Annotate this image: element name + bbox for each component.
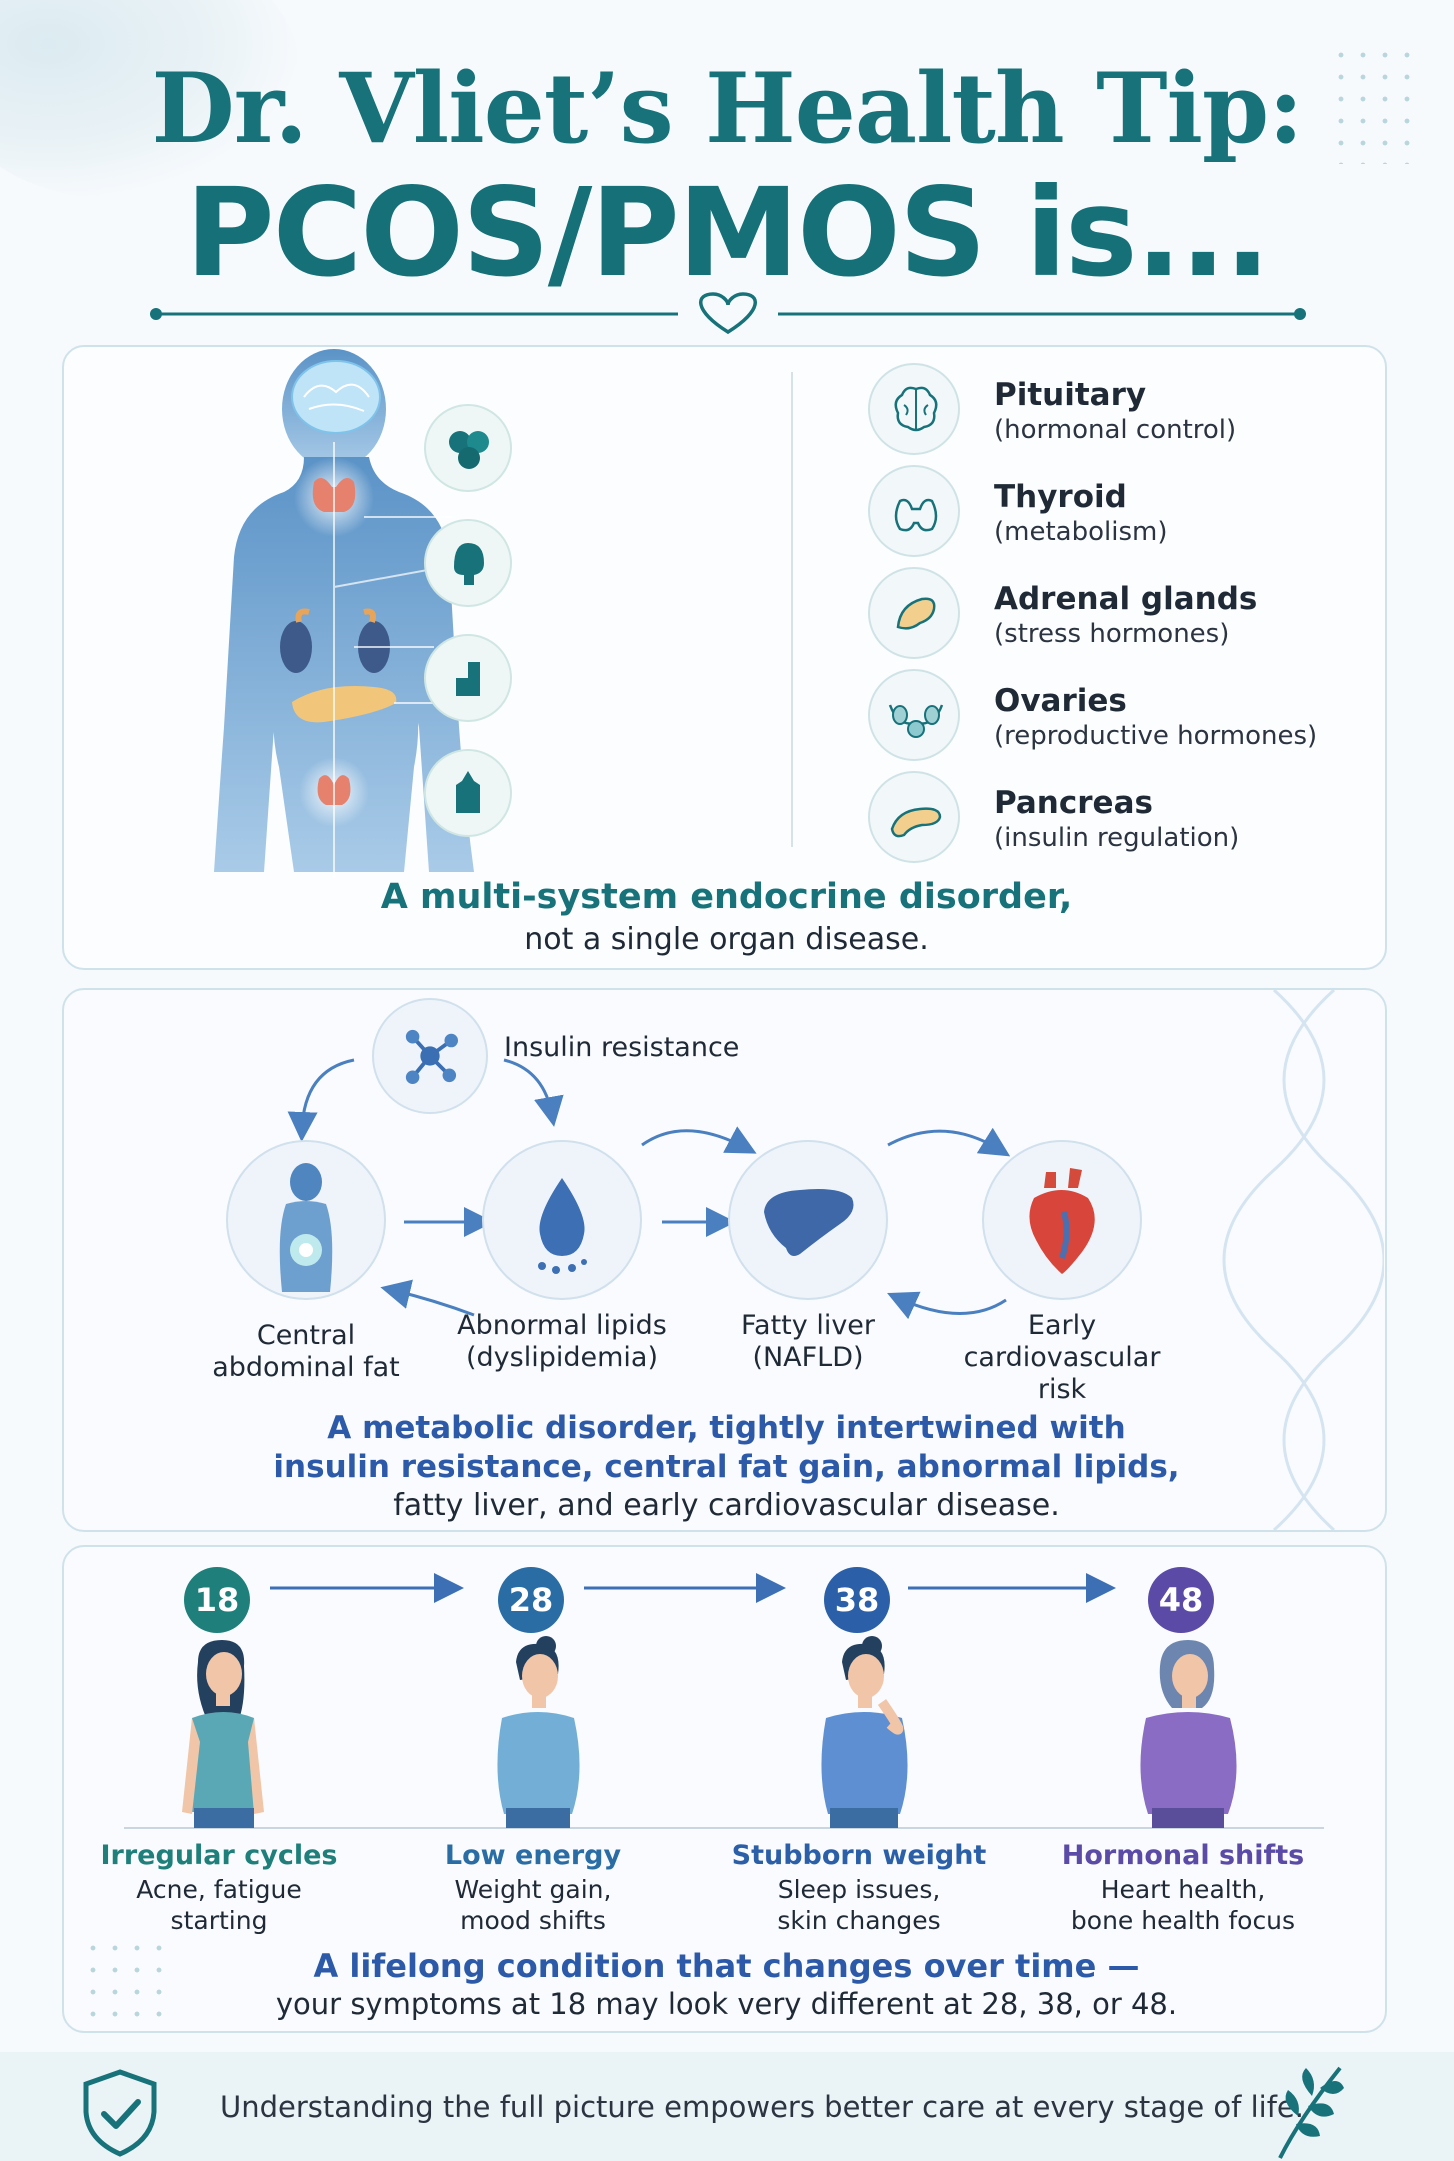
- pancreas-icon: [868, 771, 960, 863]
- panel-divider: [791, 372, 793, 847]
- heart-icon: [699, 292, 757, 335]
- dna-helix-decoration: [1222, 990, 1384, 1530]
- woman-age-18-icon: [182, 1640, 264, 1828]
- ovaries-icon: [868, 669, 960, 761]
- organ-desc: (stress hormones): [994, 619, 1230, 649]
- dot-grid-decoration: [82, 1937, 162, 2017]
- metabolic-caption-line3: fatty liver, and early cardiovascular di…: [393, 1488, 1060, 1523]
- lifespan-panel: 18 28 38 48 Irregular cycles Low en: [62, 1545, 1387, 2033]
- gland-icon: [424, 519, 512, 607]
- stage-title: Low energy: [444, 1840, 622, 1871]
- stage-title: Hormonal shifts: [1061, 1840, 1305, 1871]
- flow-node-label: Abnormal lipids (dyslipidemia): [457, 1310, 667, 1373]
- endocrine-caption: not a single organ disease.: [524, 922, 929, 957]
- metabolic-caption-line1: A metabolic disorder, tightly intertwine…: [327, 1410, 1126, 1446]
- organ-row-pituitary: Pituitary (hormonal control): [806, 359, 1366, 459]
- adrenal-icon: [868, 567, 960, 659]
- footer: Understanding the full picture empowers …: [0, 2052, 1454, 2161]
- stage-desc: Sleep issues, skin changes: [777, 1875, 941, 1935]
- timeline-baseline: [124, 1827, 1324, 1829]
- stage-desc: Heart health, bone health focus: [1070, 1875, 1296, 1935]
- abdominal-fat-icon: [226, 1140, 386, 1300]
- organ-row-pancreas: Pancreas (insulin regulation): [806, 767, 1366, 867]
- footer-text: Understanding the full picture empowers …: [220, 2090, 1304, 2124]
- stage-title: Irregular cycles: [100, 1840, 338, 1871]
- shield-check-icon: [83, 2069, 157, 2157]
- organ-desc: (insulin regulation): [994, 823, 1240, 853]
- liver-icon: [728, 1140, 888, 1300]
- organ-name: Ovaries: [994, 683, 1127, 719]
- age-badge: 38: [824, 1567, 890, 1633]
- flow-node-label: Central abdominal fat: [212, 1320, 400, 1383]
- flow-node-label: Fatty liver (NAFLD): [740, 1310, 876, 1373]
- age-badge: 28: [498, 1567, 564, 1633]
- lifespan-caption: your symptoms at 18 may look very differ…: [275, 1987, 1178, 2021]
- stage-desc: Acne, fatigue starting: [136, 1875, 302, 1935]
- dot-grid-decoration: [1330, 44, 1420, 164]
- page-title-line2: PCOS/PMOS is...: [185, 162, 1270, 304]
- flow-arrows: [287, 1058, 1011, 1320]
- woman-age-38-icon: [821, 1636, 908, 1828]
- age-badge: 18: [184, 1567, 250, 1633]
- organ-name: Thyroid: [994, 479, 1127, 515]
- body-silhouette-icon: [214, 349, 474, 877]
- organ-name: Pituitary: [994, 377, 1147, 413]
- woman-age-28-icon: [497, 1636, 580, 1828]
- brain-icon: [868, 363, 960, 455]
- age-badge: 48: [1148, 1567, 1214, 1633]
- metabolic-panel: Insulin resistance: [62, 988, 1387, 1532]
- organ-row-adrenal: Adrenal glands (stress hormones): [806, 563, 1366, 663]
- stage-desc: Weight gain, mood shifts: [454, 1875, 612, 1935]
- molecule-icon: [372, 998, 488, 1114]
- insulin-resistance-label: Insulin resistance: [504, 1032, 740, 1063]
- woman-age-48-icon: [1140, 1640, 1237, 1828]
- organ-desc: (hormonal control): [994, 415, 1237, 445]
- metabolic-caption-line2: insulin resistance, central fat gain, ab…: [273, 1449, 1180, 1485]
- cells-icon: [424, 404, 512, 492]
- page-title-line1: Dr. Vliet’s Health Tip:: [151, 52, 1303, 165]
- stage-title: Stubborn weight: [731, 1840, 987, 1871]
- heart-icon: [982, 1140, 1142, 1300]
- organ-desc: (metabolism): [994, 517, 1168, 547]
- timeline-arrows: [270, 1573, 1116, 1603]
- organ-row-ovaries: Ovaries (reproductive hormones): [806, 665, 1366, 765]
- organ-name: Pancreas: [994, 785, 1153, 821]
- thyroid-icon: [868, 465, 960, 557]
- endocrine-panel: Pituitary (hormonal control) Thyroid (me…: [62, 345, 1387, 970]
- organ-desc: (reproductive hormones): [994, 721, 1318, 751]
- endocrine-caption-bold: A multi-system endocrine disorder,: [380, 877, 1073, 917]
- lipid-drop-icon: [482, 1140, 642, 1300]
- flow-node-label: Early cardiovascular risk: [963, 1310, 1161, 1405]
- lifespan-caption-bold: A lifelong condition that changes over t…: [313, 1947, 1140, 1985]
- organ-name: Adrenal glands: [994, 581, 1258, 617]
- leaf-icon: [1278, 2066, 1344, 2159]
- organ-row-thyroid: Thyroid (metabolism): [806, 461, 1366, 561]
- kidney-block-icon: [424, 634, 512, 722]
- bottle-icon: [424, 749, 512, 837]
- heart-divider: [150, 292, 1306, 335]
